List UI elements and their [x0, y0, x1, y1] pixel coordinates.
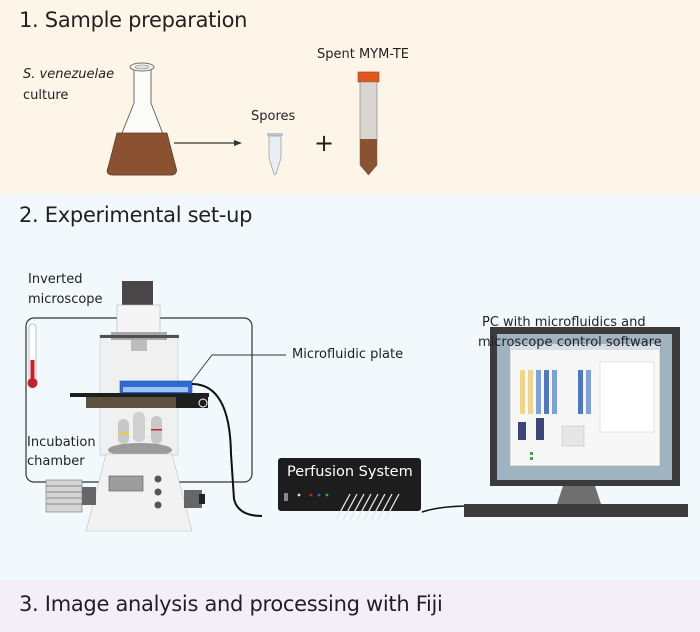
pc-monitor-icon	[464, 327, 688, 517]
culture-word-label: culture	[23, 88, 69, 103]
microscope-label-line1: Inverted	[28, 272, 83, 287]
perfusion-system-device	[278, 458, 421, 521]
section-title: 3. Image analysis and processing with Fi…	[19, 592, 443, 616]
arrow-icon	[174, 140, 242, 146]
microscope-label-line2: microscope	[28, 292, 103, 307]
pc-label-line2: microscope control software	[478, 335, 662, 350]
incubation-chamber-label-line2: chamber	[27, 454, 85, 469]
microfluidic-plate-label: Microfluidic plate	[292, 347, 404, 362]
microscope-icon	[45, 281, 209, 532]
culture-species-label: S. venezuelae	[23, 67, 115, 82]
pc-label-line1: PC with microfluidics and	[482, 315, 646, 330]
section-sample-preparation: 1. Sample preparation S. venezuelae cult…	[0, 0, 700, 194]
erlenmeyer-flask-icon	[106, 62, 177, 176]
keyboard-icon	[464, 504, 688, 517]
spores-label: Spores	[251, 109, 296, 124]
plus-sign: +	[314, 129, 335, 157]
sample-prep-illustration	[106, 62, 380, 176]
microfluidic-plate-icon	[119, 380, 193, 394]
section-title: 1. Sample preparation	[19, 8, 248, 32]
section-image-analysis: 3. Image analysis and processing with Fi…	[0, 580, 700, 632]
section-title: 2. Experimental set-up	[19, 203, 253, 227]
spent-medium-label: Spent MYM-TE	[317, 47, 409, 62]
perfusion-system-label: Perfusion System	[287, 464, 413, 480]
setup-illustration	[25, 281, 688, 532]
incubation-chamber-label-line1: Incubation	[27, 435, 96, 450]
spore-tube-icon	[267, 133, 283, 176]
falcon-tube-icon	[357, 71, 380, 176]
section-experimental-setup: 2. Experimental set-up Inverted microsco…	[0, 194, 700, 580]
thermometer-icon	[27, 323, 38, 389]
